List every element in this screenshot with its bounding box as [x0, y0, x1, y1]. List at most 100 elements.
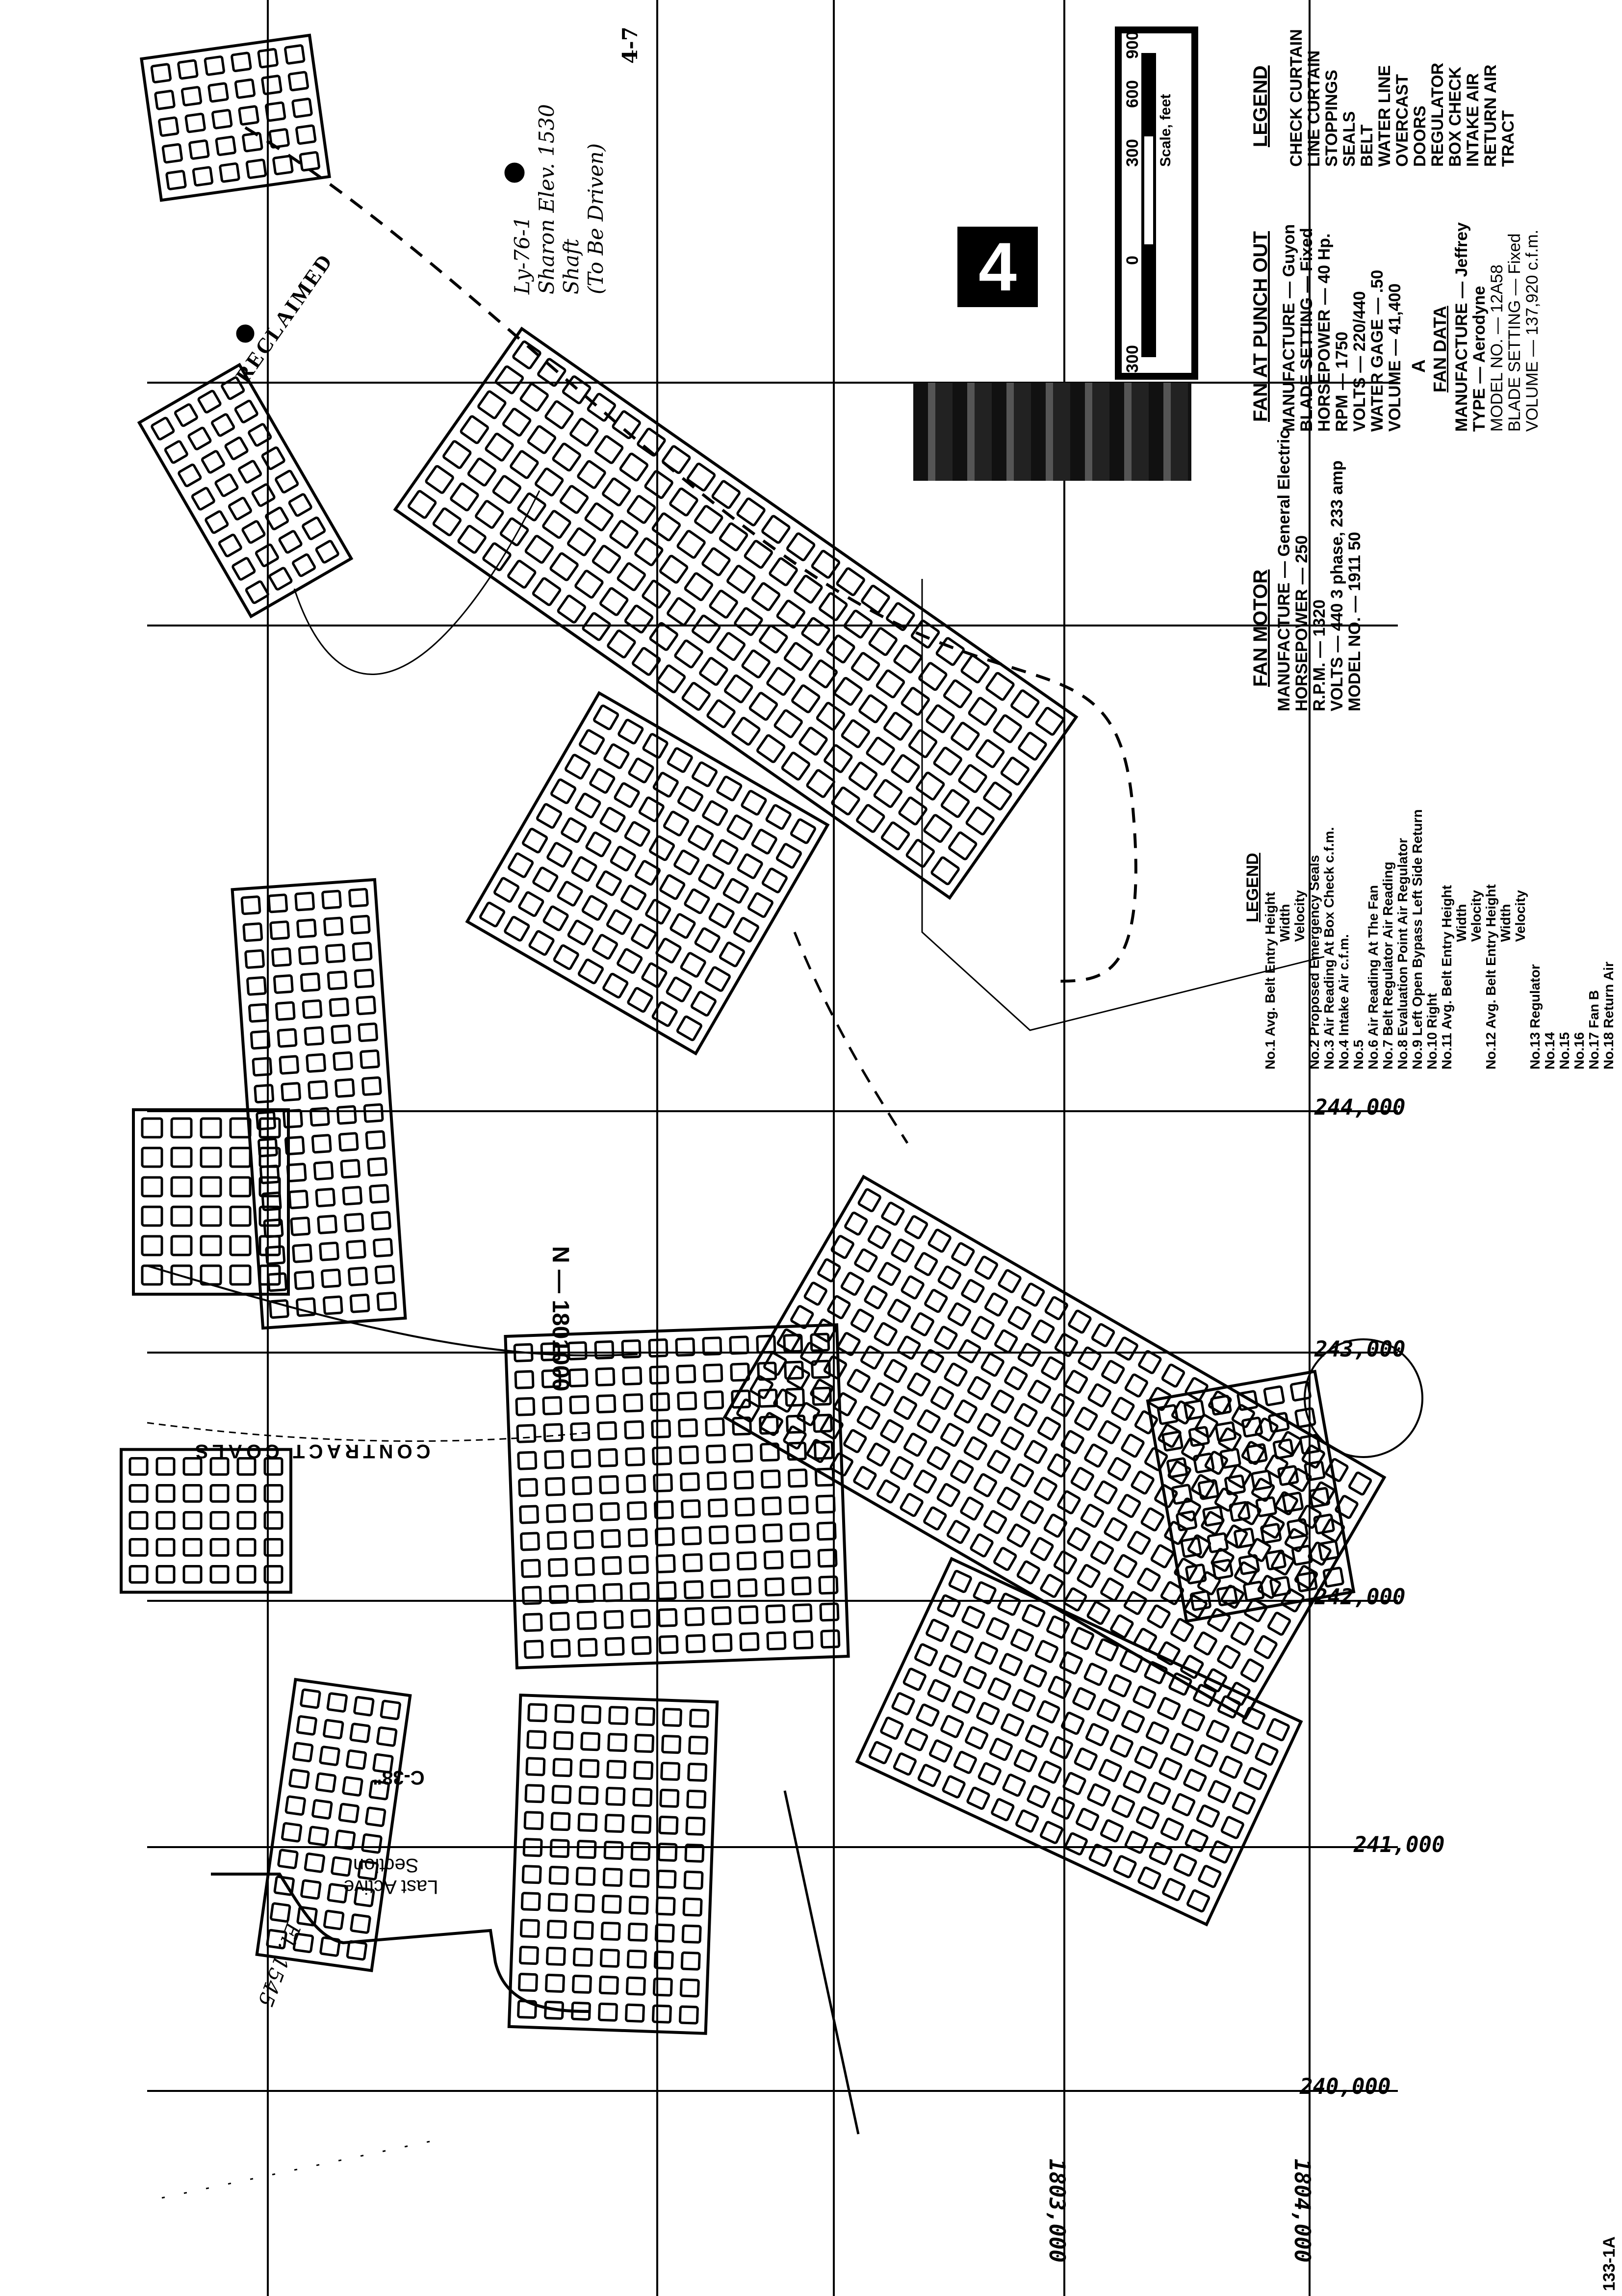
pillar — [999, 1653, 1023, 1676]
pillar — [836, 567, 865, 597]
pillar — [946, 1520, 971, 1544]
pillar — [546, 1920, 567, 1939]
pillar-panel — [132, 1108, 290, 1296]
pillar — [901, 1275, 925, 1300]
easting-label: 1804,000 — [1289, 2159, 1314, 2263]
pillar — [336, 1105, 357, 1125]
pillar — [295, 1297, 316, 1317]
pillar — [891, 1238, 915, 1263]
pillar — [1168, 1672, 1192, 1696]
pillar — [603, 1610, 624, 1629]
pillar — [205, 510, 229, 534]
pillar — [1255, 1743, 1279, 1766]
pillar — [572, 1948, 593, 1967]
fault-line — [783, 1790, 860, 2135]
pillar — [1133, 1685, 1157, 1709]
pillar — [129, 1538, 149, 1557]
pillar — [357, 1860, 379, 1880]
pillar — [652, 772, 679, 798]
pillar — [666, 976, 692, 1002]
pillar — [751, 829, 777, 855]
pillar — [998, 1269, 1022, 1293]
pillar — [601, 1556, 622, 1575]
pillar — [1054, 1333, 1079, 1357]
pillar — [450, 482, 479, 512]
pillar — [502, 408, 532, 437]
pillar — [1217, 1645, 1241, 1669]
pillar — [1091, 1323, 1115, 1347]
pillar — [271, 947, 292, 967]
pillar — [993, 714, 1022, 743]
legend-item: LINE CURTAIN — [1305, 50, 1323, 167]
outcrop-dashed-line — [244, 126, 1137, 983]
panel-outline — [855, 1557, 1303, 1927]
pillar — [575, 1584, 596, 1603]
pillar — [557, 595, 586, 624]
pillar — [1211, 1559, 1234, 1580]
shaft-marker — [504, 162, 525, 183]
pillar — [574, 570, 604, 599]
pillar — [1177, 1497, 1201, 1522]
pillar — [545, 1947, 566, 1966]
pillar — [990, 1389, 1014, 1414]
pillar — [521, 1586, 542, 1605]
pillar — [917, 1409, 941, 1434]
pillar — [264, 101, 286, 122]
pillar — [739, 1632, 760, 1651]
pillar — [306, 1053, 327, 1073]
pillar — [234, 78, 256, 99]
pillar — [844, 1211, 868, 1236]
pillar — [923, 1506, 947, 1531]
pillar — [627, 1528, 648, 1547]
pillar — [1185, 1564, 1207, 1585]
pillar — [528, 930, 555, 956]
pillar — [1014, 1403, 1038, 1427]
pillar — [716, 776, 743, 802]
pillar — [733, 917, 759, 943]
pillar — [315, 1188, 336, 1207]
pillar — [679, 1978, 700, 1998]
pillar — [953, 1750, 977, 1774]
pillar — [641, 962, 668, 988]
pillar — [607, 629, 636, 658]
pillar — [540, 1342, 561, 1361]
pillar — [516, 1424, 537, 1443]
pillar — [141, 1235, 163, 1256]
pillar — [1173, 1853, 1197, 1877]
pillar — [1246, 1443, 1268, 1464]
pillar — [1144, 1661, 1168, 1685]
section-line: Section — [353, 1854, 419, 1876]
pillar — [311, 1799, 333, 1820]
pillar — [876, 1479, 901, 1504]
pillar — [517, 492, 546, 522]
pillar — [292, 553, 316, 577]
pillar — [269, 920, 290, 940]
scale-tick-label: 0 — [1123, 256, 1142, 265]
legend-item: No.17 Fan B — [1586, 990, 1601, 1070]
pillar — [258, 1264, 281, 1286]
pillar — [574, 1557, 595, 1576]
spec-line: VOLTS — 220/440 — [1350, 291, 1369, 432]
pillar — [1002, 1774, 1026, 1797]
pillar — [826, 634, 855, 664]
legend-item: No.5 — [1351, 1040, 1366, 1070]
pillar — [662, 445, 691, 474]
pillar — [575, 1867, 596, 1886]
pillar — [263, 1511, 283, 1530]
pillar — [1278, 1431, 1302, 1455]
pillar — [698, 863, 724, 890]
pillar — [631, 1815, 652, 1834]
legend-item: No.4 Intake Air c.f.m. — [1336, 934, 1351, 1070]
pillar — [1263, 1385, 1285, 1407]
pillar — [1140, 1507, 1164, 1532]
pillar — [704, 966, 731, 992]
pillar — [524, 1784, 545, 1803]
pillar — [581, 1705, 602, 1724]
pillar — [236, 1511, 257, 1530]
panel-outline — [504, 1323, 850, 1670]
pillar — [170, 1147, 193, 1168]
pillar — [155, 1484, 176, 1503]
pillar — [787, 1468, 808, 1488]
pillar — [1184, 1829, 1209, 1852]
pillar — [688, 825, 714, 851]
